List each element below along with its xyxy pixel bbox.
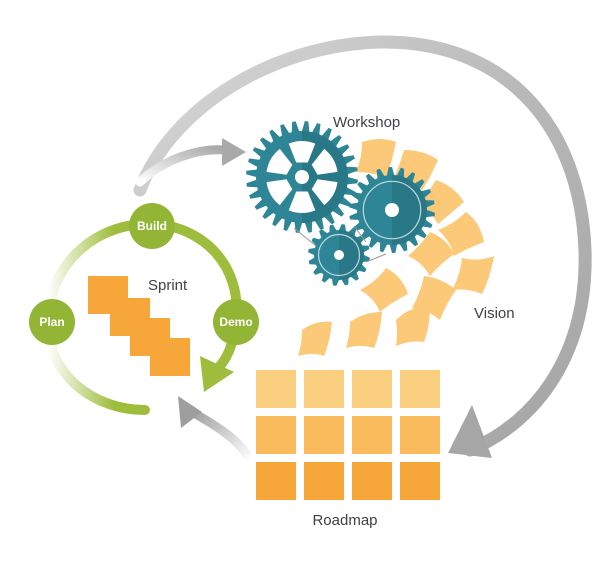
node-plan-label: Plan [39, 315, 64, 329]
sprint-cycle-arrowhead [200, 356, 234, 392]
roadmap-cell [256, 416, 296, 454]
gear-connector-lines [293, 225, 387, 263]
outer-loop-arrow [133, 35, 592, 458]
roadmap-cell [352, 462, 392, 500]
sprint-to-workshop-arrow [135, 138, 246, 187]
vision-label: Vision [474, 305, 515, 322]
outer-loop-arrowhead [448, 405, 492, 458]
roadmap-grid [256, 370, 440, 500]
workshop-label: Workshop [333, 114, 400, 131]
roadmap-cell [400, 462, 440, 500]
roadmap-cell [256, 370, 296, 408]
roadmap-cell [304, 416, 344, 454]
vision-petals [298, 139, 494, 356]
sprint-backlog-squares [88, 276, 190, 376]
gear-small-icon [308, 224, 370, 286]
node-demo-label: Demo [219, 315, 252, 329]
gear-large-icon [246, 121, 358, 233]
node-build: Build [129, 203, 175, 249]
sprint-label: Sprint [148, 277, 188, 294]
roadmap-cell [400, 416, 440, 454]
gear-medium-icon [349, 167, 435, 253]
roadmap-cell [304, 462, 344, 500]
node-plan: Plan [29, 299, 75, 345]
roadmap-to-sprint-arrow [178, 396, 255, 465]
roadmap-cell [352, 370, 392, 408]
node-demo: Demo [213, 299, 259, 345]
roadmap-label: Roadmap [312, 512, 377, 529]
roadmap-cell [352, 416, 392, 454]
roadmap-cell [256, 462, 296, 500]
node-build-label: Build [137, 219, 167, 233]
roadmap-cell [400, 370, 440, 408]
roadmap-cell [304, 370, 344, 408]
